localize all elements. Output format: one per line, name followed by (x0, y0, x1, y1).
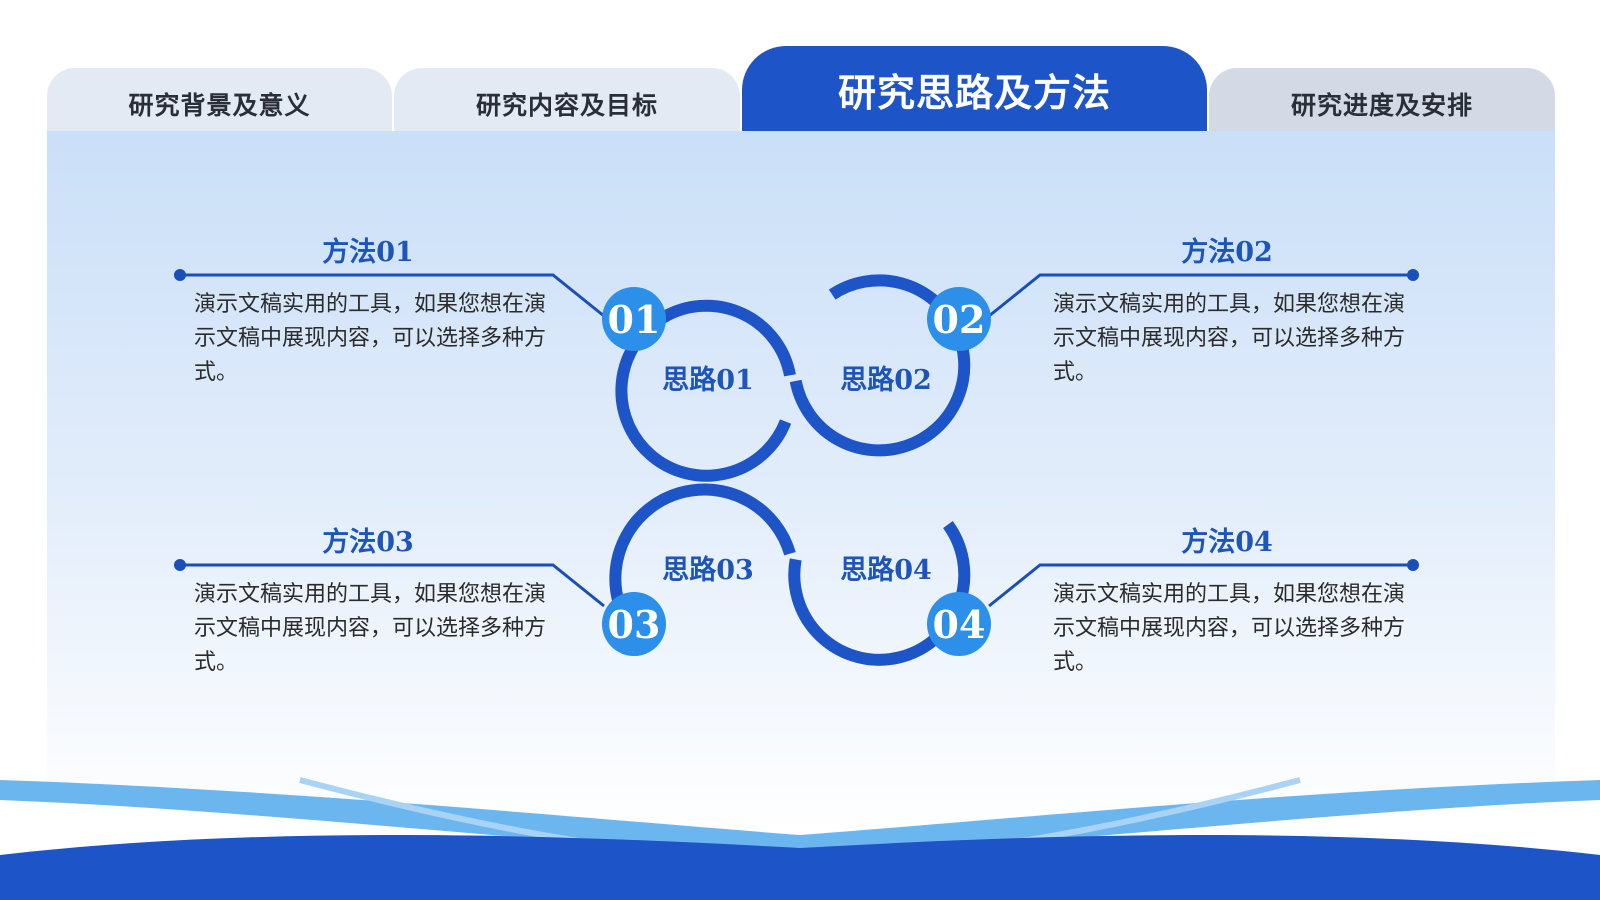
ring-1 (615, 299, 796, 482)
ring-4 (788, 521, 971, 666)
badge-02: 02 (927, 287, 991, 351)
connector-1 (180, 273, 605, 318)
connector-dot-3 (174, 559, 186, 571)
connector-4 (988, 563, 1413, 608)
badge-03: 03 (602, 592, 666, 656)
method-01-description: 演示文稿实用的工具，如果您想在演示文稿中展现内容，可以选择多种方式。 (194, 292, 547, 385)
wave-decoration (0, 777, 1600, 900)
idea-01-label: 思路01 (662, 365, 754, 396)
method-02-description: 演示文稿实用的工具，如果您想在演示文稿中展现内容，可以选择多种方式。 (1053, 292, 1406, 385)
connector-dot-2 (1407, 269, 1419, 281)
method-04-description: 演示文稿实用的工具，如果您想在演示文稿中展现内容，可以选择多种方式。 (1053, 582, 1406, 675)
tab-research-background[interactable]: 研究背景及意义 (47, 68, 392, 131)
content-panel (47, 131, 1555, 831)
connector-3 (180, 563, 605, 608)
connector-dot-1 (174, 269, 186, 281)
idea-03-label: 思路03 (662, 555, 754, 586)
badge-04: 04 (927, 592, 991, 656)
method-04-title: 方法04 (1181, 527, 1273, 558)
method-02-title: 方法02 (1181, 237, 1273, 268)
connector-dot-4 (1407, 559, 1419, 571)
idea-04-label: 思路04 (840, 555, 932, 586)
connector-2 (988, 273, 1413, 318)
idea-02-label: 思路02 (840, 365, 932, 396)
tab-research-content[interactable]: 研究内容及目标 (394, 68, 740, 131)
method-03-description: 演示文稿实用的工具，如果您想在演示文稿中展现内容，可以选择多种方式。 (194, 582, 547, 675)
badge-01: 01 (602, 287, 666, 351)
ring-2 (789, 274, 971, 457)
tab-research-approach[interactable]: 研究思路及方法 (742, 46, 1207, 132)
method-03-title: 方法03 (322, 527, 414, 558)
tab-research-schedule[interactable]: 研究进度及安排 (1209, 68, 1555, 131)
ring-3 (609, 483, 796, 606)
method-01-title: 方法01 (322, 237, 414, 268)
